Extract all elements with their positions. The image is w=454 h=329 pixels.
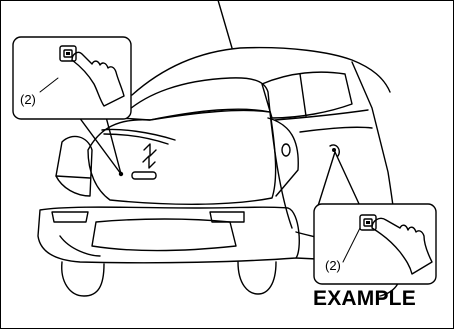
antenna-icon	[218, 0, 232, 48]
callout-label-2-top: (2)	[20, 92, 36, 107]
door-button-dot	[332, 148, 336, 152]
example-caption: EXAMPLE	[313, 287, 416, 311]
callout-label-2-bottom: (2)	[325, 258, 341, 273]
